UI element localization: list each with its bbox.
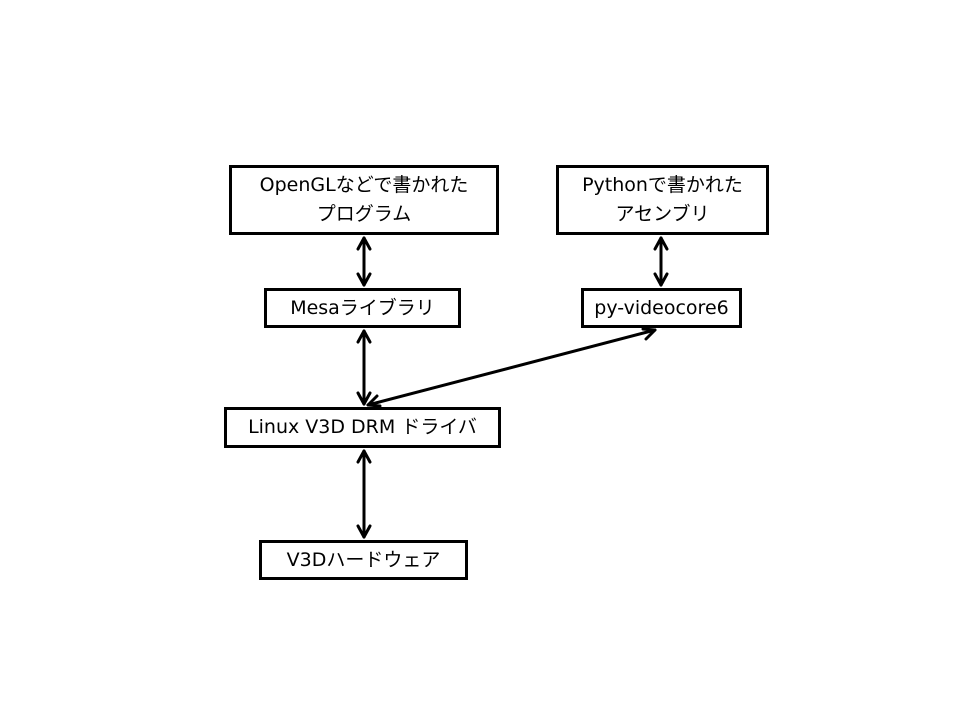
mesa-library-box: Mesaライブラリ [264, 288, 461, 328]
arrow-linux-driver-hardware [356, 449, 372, 539]
v3d-hardware-label: V3Dハードウェア [286, 548, 441, 571]
python-assembler-line-2: アセンブリ [615, 203, 710, 225]
arrow-opengl-mesa [356, 236, 372, 287]
mesa-library-label: Mesaライブラリ [290, 296, 435, 319]
v3d-hardware-box: V3Dハードウェア [259, 540, 468, 580]
arrow-pyvideocore6-linux-driver [366, 327, 657, 408]
linux-v3d-drm-driver-box: Linux V3D DRM ドライバ [224, 407, 501, 448]
linux-v3d-drm-driver-label: Linux V3D DRM ドライバ [248, 416, 477, 438]
opengl-program-box: OpenGLなどで書かれた プログラム [229, 165, 499, 235]
arrow-mesa-linux-driver [356, 329, 372, 406]
python-assembler-box: Pythonで書かれた アセンブリ [556, 165, 769, 235]
py-videocore6-label: py-videocore6 [594, 296, 729, 319]
py-videocore6-box: py-videocore6 [581, 288, 742, 328]
opengl-program-line-1: OpenGLなどで書かれた [259, 174, 469, 196]
opengl-program-line-2: プログラム [316, 203, 412, 225]
arrow-python-pyvideocore6 [653, 236, 669, 287]
python-assembler-line-1: Pythonで書かれた [582, 174, 743, 196]
